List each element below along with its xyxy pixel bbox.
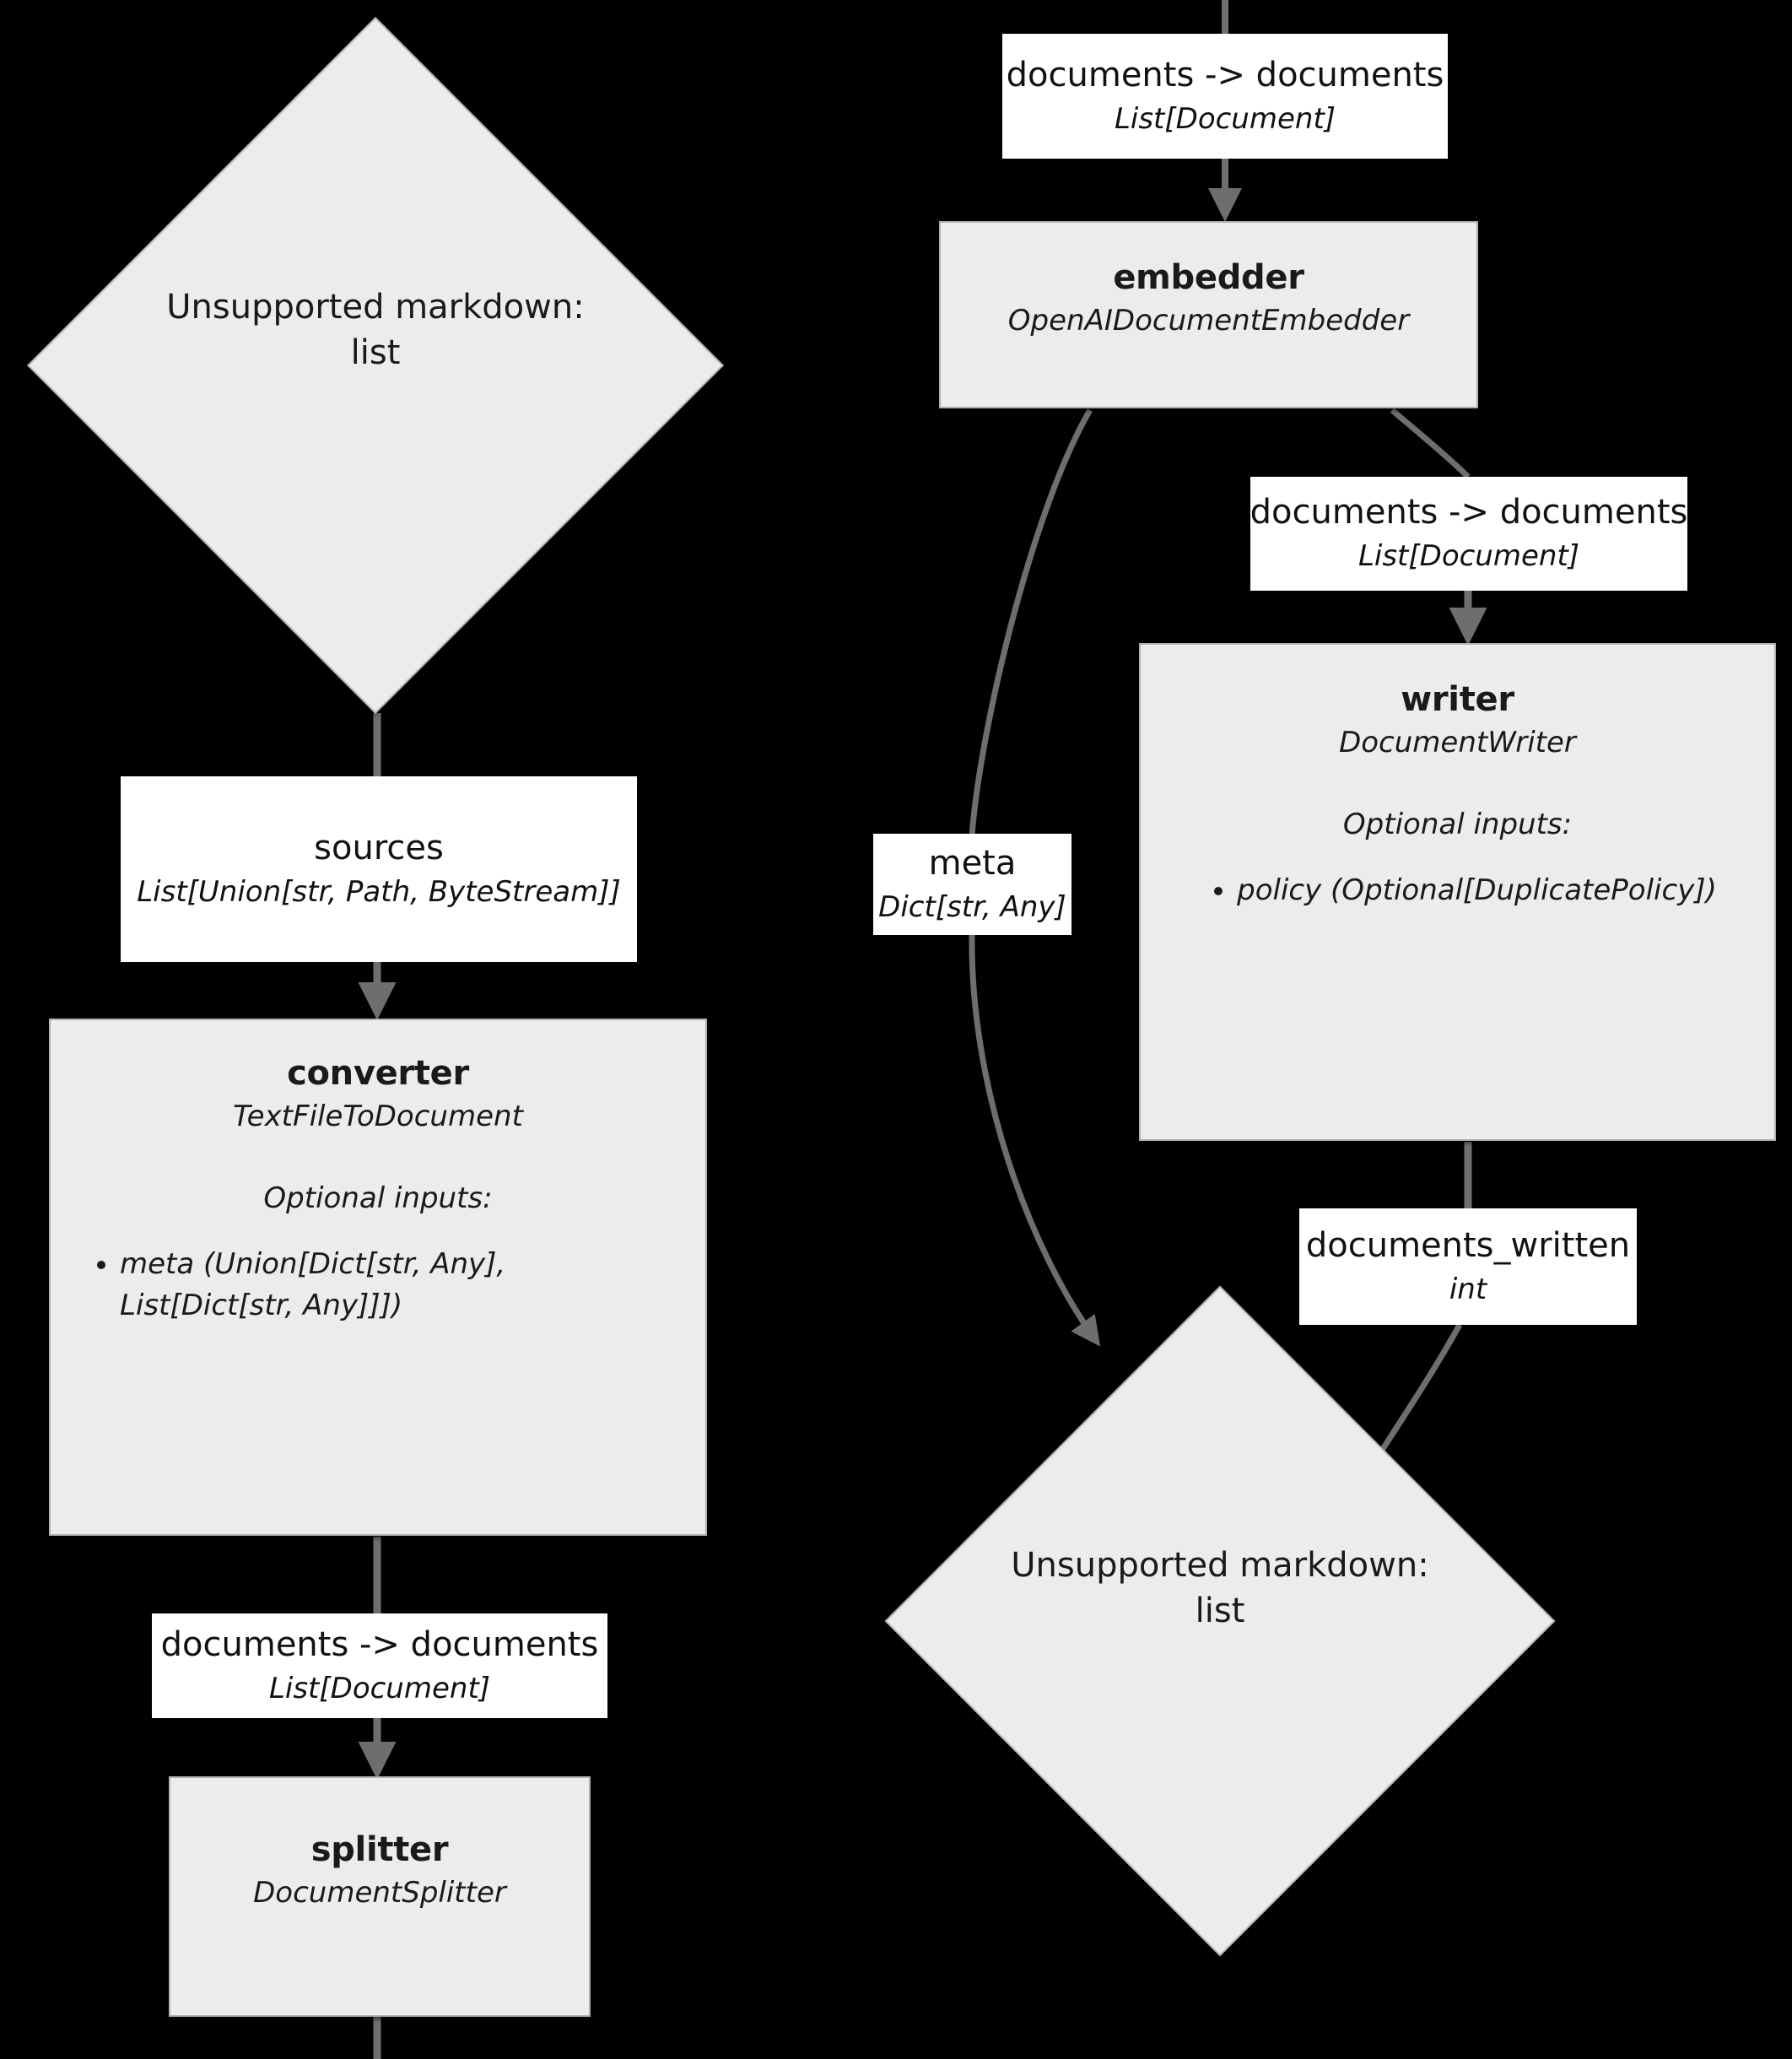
edge-label-into-embedder[interactable]: documents -> documents List[Document] — [1002, 34, 1448, 159]
edge-label-meta-name: meta — [928, 843, 1017, 883]
node-unsupported-markdown-bottom-right[interactable]: Unsupported markdown: list — [884, 1285, 1556, 1957]
node-converter[interactable]: converter TextFileToDocument Optional in… — [49, 1019, 707, 1536]
writer-optional-inputs: policy (Optional[DuplicatePolicy]) — [1198, 870, 1717, 911]
writer-title: writer — [1401, 680, 1514, 719]
edge-label-embedder-to-writer-name: documents -> documents — [1250, 493, 1688, 532]
splitter-subtitle: DocumentSplitter — [253, 1876, 506, 1910]
edge-label-meta[interactable]: meta Dict[str, Any] — [873, 834, 1071, 935]
diamond-label-line2: list — [1195, 1592, 1245, 1630]
edge-label-sources-name: sources — [314, 828, 444, 867]
edge-label-into-embedder-type: List[Document] — [1114, 101, 1336, 136]
writer-subtitle: DocumentWriter — [1339, 726, 1576, 759]
diamond-label-top-left: Unsupported markdown: list — [129, 284, 622, 376]
converter-optional-input-item: meta (Union[Dict[str, Any], List[Dict[st… — [120, 1244, 675, 1327]
converter-subtitle: TextFileToDocument — [233, 1100, 523, 1133]
node-unsupported-markdown-top-left[interactable]: Unsupported markdown: list — [27, 17, 724, 714]
converter-optional-heading: Optional inputs: — [263, 1181, 493, 1215]
edge-embedder-to-docslabel2 — [1390, 408, 1471, 479]
diamond-label-line1: Unsupported markdown: — [166, 288, 585, 327]
writer-optional-input-item: policy (Optional[DuplicatePolicy]) — [1237, 870, 1717, 911]
writer-optional-heading: Optional inputs: — [1342, 807, 1573, 841]
edge-label-converter-to-splitter-type: List[Document] — [268, 1671, 491, 1705]
edge-label-sources-type: List[Union[str, Path, ByteStream]] — [137, 874, 621, 909]
edge-label-into-embedder-name: documents -> documents — [1006, 55, 1444, 95]
node-writer[interactable]: writer DocumentWriter Optional inputs: p… — [1139, 643, 1776, 1141]
edge-embedder-to-meta — [969, 408, 1093, 836]
converter-optional-inputs: meta (Union[Dict[str, Any], List[Dict[st… — [81, 1244, 675, 1327]
edge-label-converter-to-splitter-name: documents -> documents — [160, 1624, 599, 1664]
node-splitter[interactable]: splitter DocumentSplitter — [169, 1776, 591, 2017]
edge-label-sources[interactable]: sources List[Union[str, Path, ByteStream… — [121, 776, 637, 962]
edge-label-documents-written[interactable]: documents_written int — [1299, 1208, 1637, 1325]
edge-label-converter-to-splitter[interactable]: documents -> documents List[Document] — [152, 1613, 607, 1718]
diamond-label-line1: Unsupported markdown: — [1011, 1546, 1429, 1585]
node-embedder[interactable]: embedder OpenAIDocumentEmbedder — [939, 221, 1478, 408]
edge-label-embedder-to-writer[interactable]: documents -> documents List[Document] — [1250, 477, 1687, 591]
diamond-label-bottom-right: Unsupported markdown: list — [983, 1543, 1457, 1634]
edge-meta-to-diamond — [969, 934, 1101, 1347]
embedder-subtitle: OpenAIDocumentEmbedder — [1007, 304, 1410, 338]
splitter-title: splitter — [310, 1830, 449, 1869]
edge-label-documents-written-type: int — [1449, 1272, 1487, 1306]
edge-label-embedder-to-writer-type: List[Document] — [1357, 539, 1580, 574]
embedder-title: embedder — [1113, 258, 1304, 297]
edge-label-meta-type: Dict[str, Any] — [878, 889, 1066, 924]
edge-label-documents-written-name: documents_written — [1305, 1225, 1631, 1265]
diamond-label-line2: list — [350, 333, 401, 372]
converter-title: converter — [287, 1054, 469, 1093]
